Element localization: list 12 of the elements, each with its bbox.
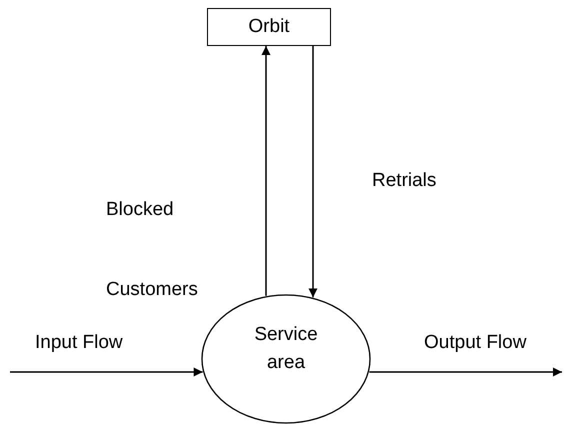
arrow: [10, 368, 203, 376]
arrow: [262, 46, 270, 296]
edge-label: Retrials: [372, 170, 438, 193]
node-label: Service area: [253, 323, 319, 375]
edge-label: Input Flow: [35, 332, 124, 355]
process-box: [207, 8, 331, 46]
edge-label: Output Flow: [424, 332, 528, 355]
edge-label: Blocked Customers: [106, 198, 199, 302]
arrow: [369, 368, 562, 376]
arrow: [308, 46, 318, 298]
service-ellipse: [201, 294, 371, 424]
node-label: Orbit: [248, 15, 290, 40]
